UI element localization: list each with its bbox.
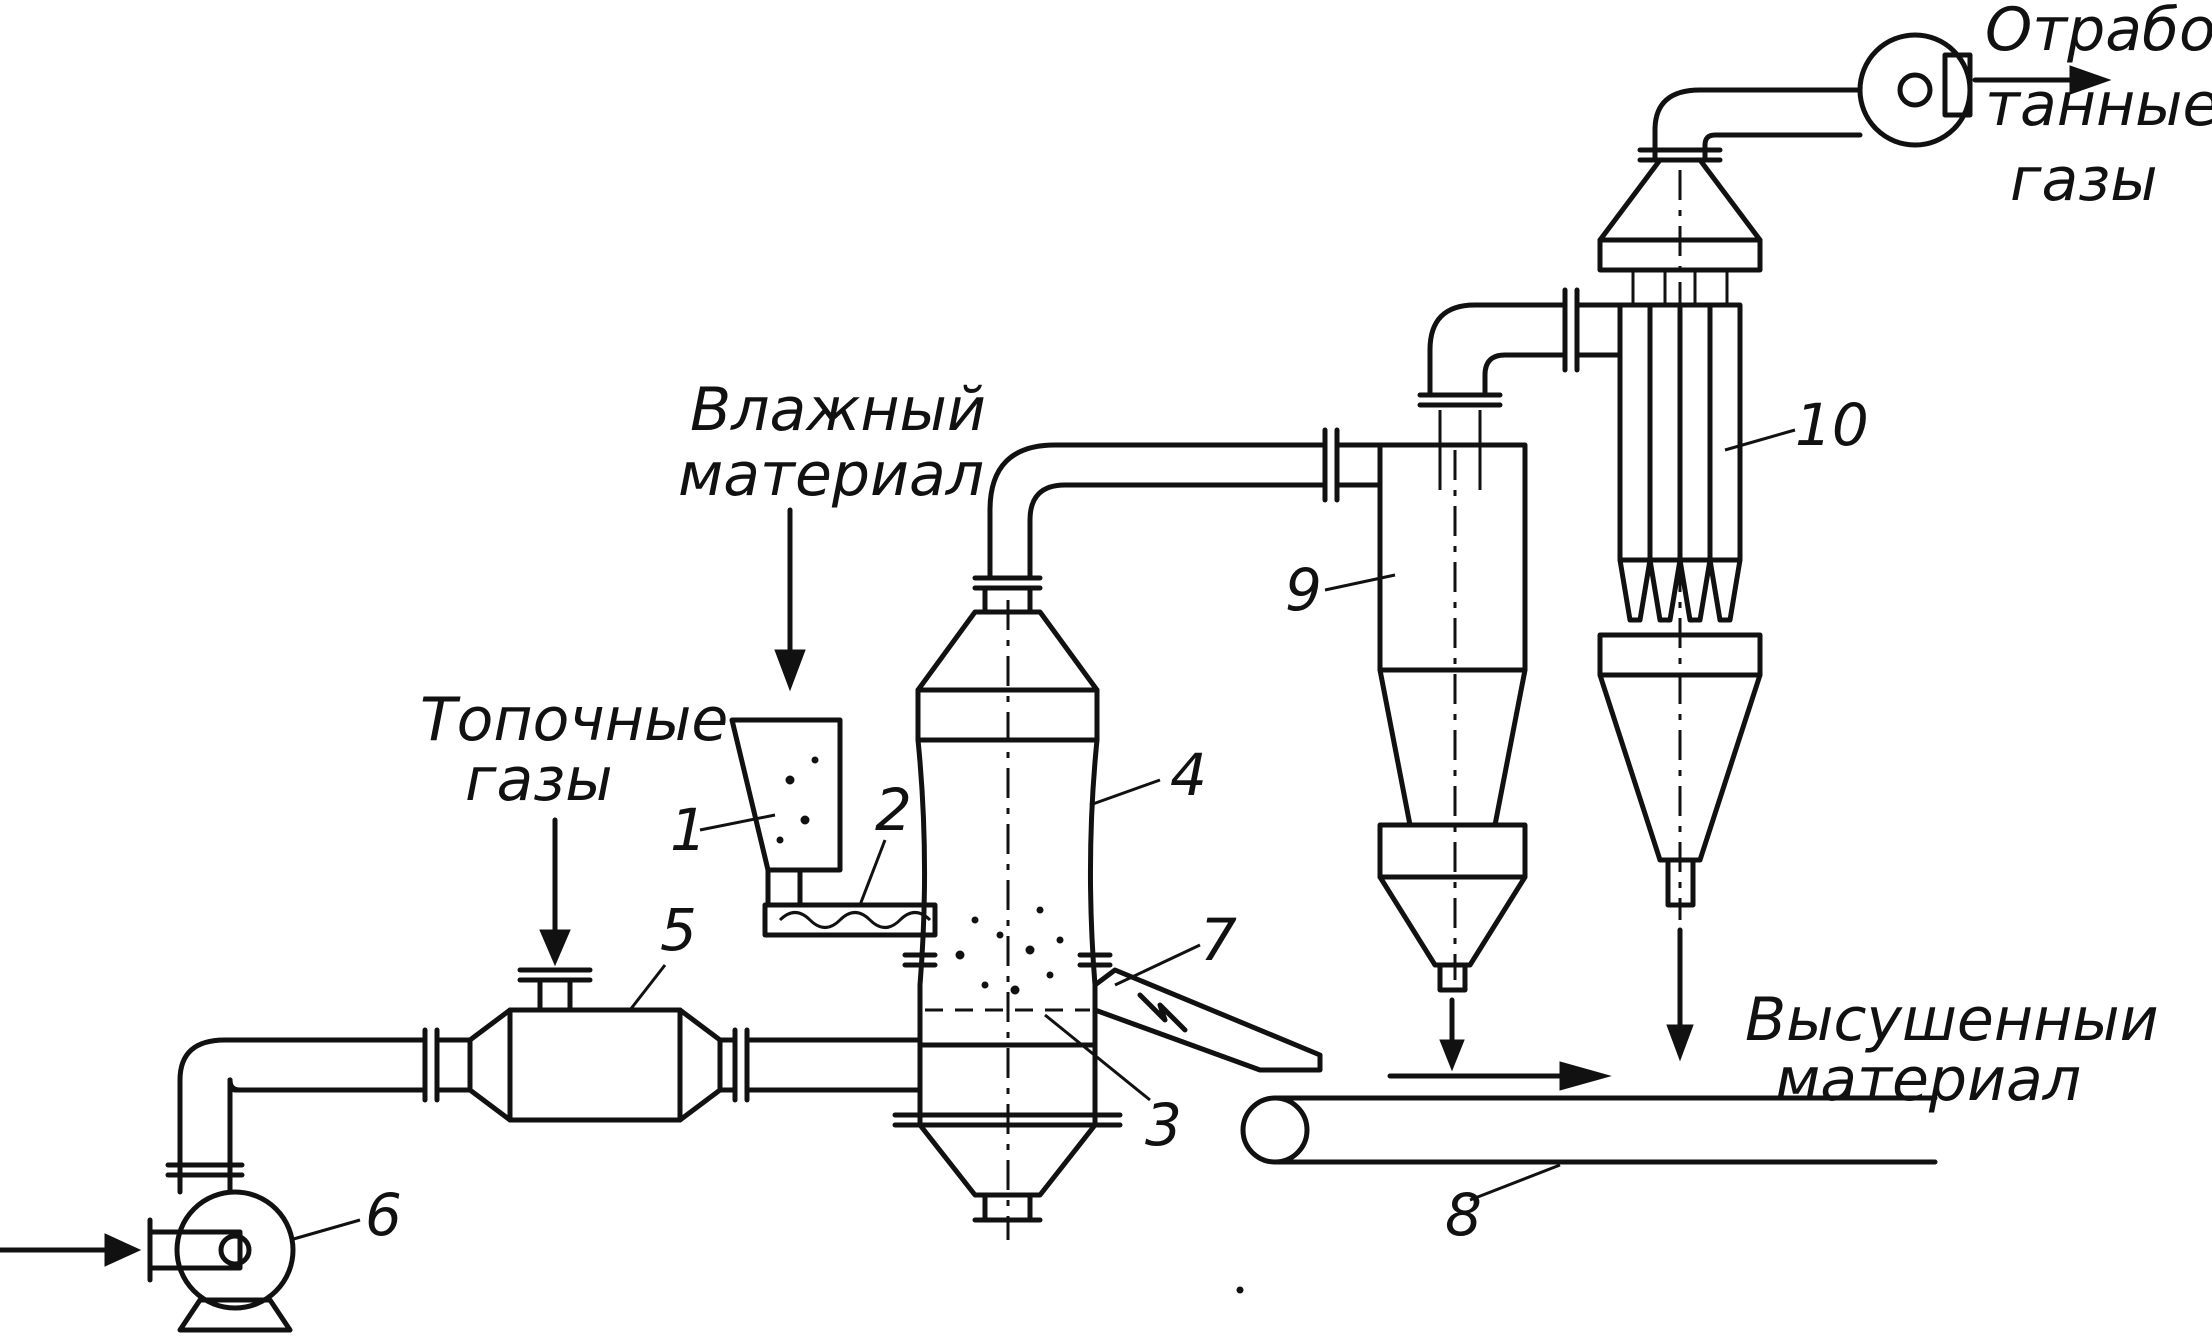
callout-8: 8 [1445, 1163, 1561, 1249]
callout-1: 1 [670, 796, 776, 864]
label-wet-material: Влажный материал [678, 375, 986, 510]
pipe-cyclone-to-battery [1417, 287, 1623, 408]
svg-text:10: 10 [1795, 391, 1869, 459]
svg-text:газы: газы [2010, 145, 2158, 215]
callout-3: 3 [1044, 1013, 1182, 1159]
feed-hopper-1 [729, 717, 843, 908]
svg-text:газы: газы [465, 745, 613, 815]
heater-5 [467, 967, 923, 1123]
svg-text:материал: материал [678, 440, 984, 510]
furnace-gases-arrow [539, 817, 571, 967]
callout-9: 9 [1285, 556, 1396, 624]
stray-mark [1236, 1286, 1244, 1294]
exhaust-fan [1637, 32, 2112, 163]
label-furnace-gases: Топочные газы [420, 685, 728, 815]
svg-text:4: 4 [1170, 741, 1207, 809]
svg-text:3: 3 [1145, 1091, 1182, 1159]
callout-10: 10 [1724, 391, 1869, 459]
svg-text:Топочные: Топочные [420, 685, 728, 755]
cyclone-9 [1377, 410, 1528, 1072]
callout-5: 5 [628, 896, 697, 1011]
screw-feeder-2 [762, 902, 938, 938]
battery-cyclone-10 [1597, 157, 1763, 1062]
discharge-chute-7 [1092, 967, 1323, 1073]
label-exhaust-gases: Отрабо- танные газы [1985, 0, 2212, 215]
svg-text:6: 6 [365, 1181, 402, 1249]
callout-6: 6 [289, 1181, 402, 1249]
svg-text:материал: материал [1775, 1045, 2081, 1115]
svg-text:7: 7 [1200, 906, 1237, 974]
pipe-dryer-to-cyclone [987, 427, 1383, 581]
conveyor-8 [1240, 1061, 1938, 1165]
svg-text:8: 8 [1445, 1181, 1482, 1249]
pipe-fan-to-heater [177, 1027, 473, 1103]
callout-2: 2 [858, 776, 912, 906]
label-dried-material: Высушенныи материал [1745, 985, 2159, 1115]
svg-text:5: 5 [660, 896, 697, 964]
callout-7: 7 [1114, 906, 1237, 987]
fan-6 [147, 1077, 296, 1333]
svg-text:2: 2 [875, 776, 912, 844]
svg-text:танные: танные [1985, 70, 2212, 140]
svg-text:Отрабо-: Отрабо- [1985, 0, 2212, 65]
air-inlet-arrow [0, 1233, 142, 1267]
dryer-4 [892, 575, 1123, 1240]
wet-material-arrow [774, 507, 806, 692]
callout-4: 4 [1089, 741, 1207, 809]
svg-text:Высушенныи: Высушенныи [1745, 985, 2159, 1055]
svg-text:9: 9 [1285, 556, 1322, 624]
particles [955, 906, 1064, 995]
svg-text:Влажный: Влажный [690, 375, 986, 445]
